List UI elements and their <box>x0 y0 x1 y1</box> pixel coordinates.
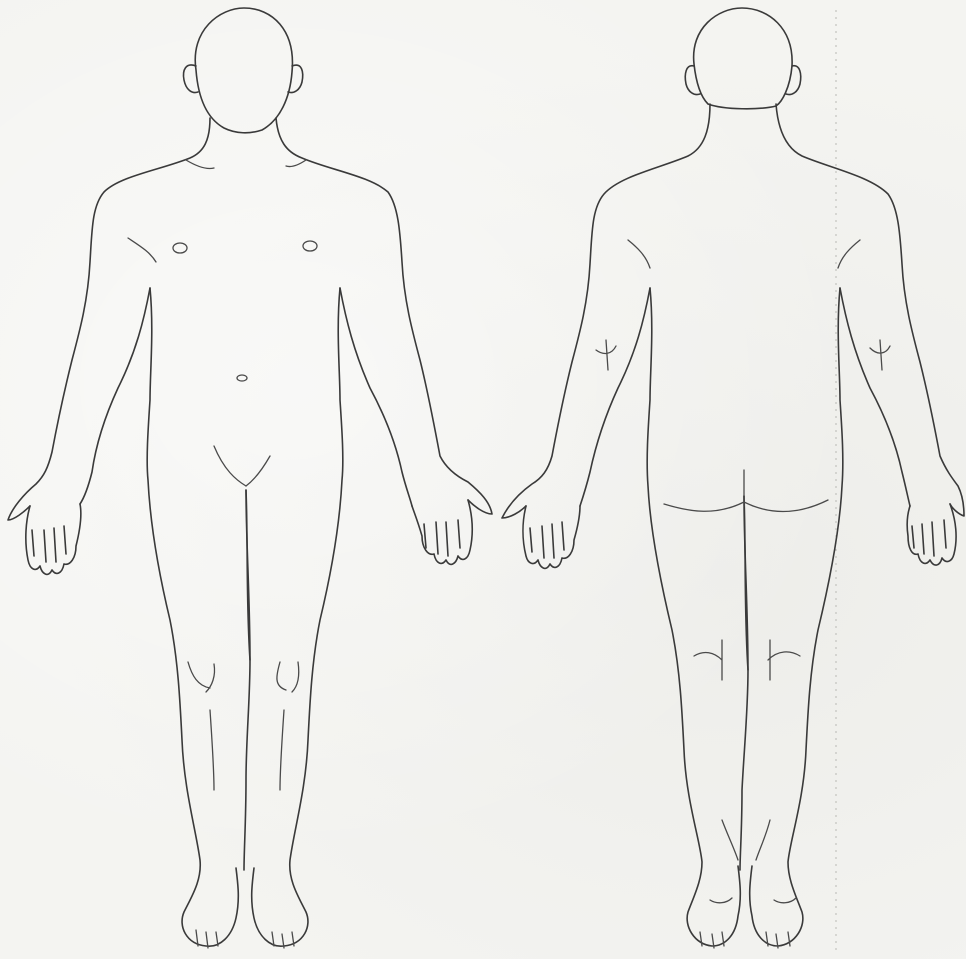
back-calf-right <box>756 820 770 860</box>
front-groin-left <box>214 446 246 486</box>
back-left-leg-inner <box>740 496 748 870</box>
back-knee-left <box>694 640 722 680</box>
back-right-arm-inner <box>840 288 910 506</box>
front-shin-right <box>280 710 284 790</box>
back-elbow-left <box>596 340 616 370</box>
front-body-left-outline <box>8 118 210 520</box>
back-left-fingers <box>530 522 564 558</box>
back-right-hand <box>907 504 956 565</box>
back-scapula-left <box>628 240 650 268</box>
back-knee-right <box>768 640 800 680</box>
front-left-hand <box>26 504 81 574</box>
back-calf-left <box>722 820 738 860</box>
front-left-fingers <box>32 526 66 562</box>
back-heel-right <box>774 898 796 903</box>
front-pectoral-left <box>128 238 156 262</box>
front-nipple-left <box>173 243 187 253</box>
back-ear-left <box>685 66 700 95</box>
front-knee-left <box>188 662 215 692</box>
front-right-leg-inner <box>246 490 250 660</box>
back-elbow-right <box>870 340 890 370</box>
front-right-hand <box>412 500 472 564</box>
back-left-arm-inner <box>580 288 650 506</box>
front-clavicle-right <box>286 160 306 167</box>
front-right-arm-inner <box>340 288 412 506</box>
back-heel-left <box>710 898 732 903</box>
front-torso-right <box>252 288 343 946</box>
front-groin-right <box>246 456 270 486</box>
front-torso-left <box>147 288 238 946</box>
back-view-details <box>596 240 890 948</box>
front-nipple-right <box>303 241 317 251</box>
back-body-right-outline <box>776 104 964 516</box>
front-view-figure <box>8 8 492 946</box>
front-navel <box>237 375 247 381</box>
front-clavicle-left <box>186 160 214 169</box>
back-torso-right <box>750 288 843 946</box>
back-right-fingers <box>912 520 946 556</box>
back-torso-left <box>647 288 740 946</box>
back-head <box>694 8 792 109</box>
back-buttock-line <box>664 500 828 512</box>
front-left-arm-inner <box>80 288 150 504</box>
front-right-fingers <box>424 520 460 556</box>
back-ear-right <box>786 66 801 95</box>
front-body-right-outline <box>276 118 492 514</box>
back-right-leg-inner <box>744 496 748 670</box>
back-scapula-right <box>838 240 860 268</box>
front-head <box>195 8 292 133</box>
back-body-left-outline <box>502 104 710 518</box>
back-toes-right <box>766 932 790 948</box>
back-view-figure <box>502 8 964 946</box>
front-knee-right <box>277 662 299 692</box>
front-shin-left <box>210 710 214 790</box>
